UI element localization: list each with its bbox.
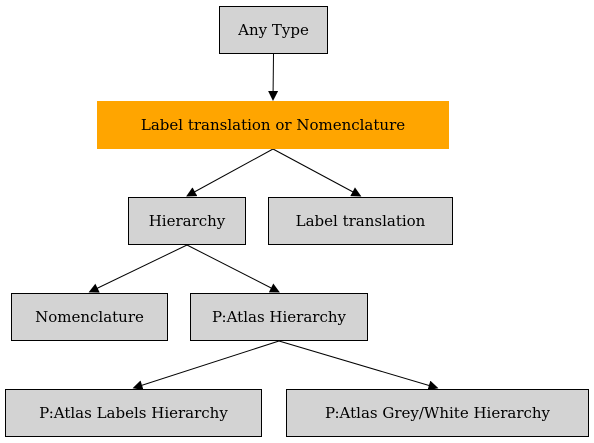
node-patlas-grey-white-hierarchy: P:Atlas Grey/White Hierarchy <box>286 389 589 437</box>
node-patlas-labels-hierarchy: P:Atlas Labels Hierarchy <box>5 389 262 437</box>
edge-hierarchy-to-patlas_hierarchy <box>186 244 280 293</box>
node-any-type: Any Type <box>219 6 328 54</box>
edge-hierarchy-to-nomenclature <box>88 244 188 293</box>
edge-label_or_nomenclature-to-label_translation <box>272 148 362 197</box>
node-label-translation: Label translation <box>268 197 453 245</box>
node-nomenclature: Nomenclature <box>11 293 168 341</box>
node-label-translation-or-nomenclature: Label translation or Nomenclature <box>97 101 449 149</box>
edge-any_type-to-label_or_nomenclature <box>268 53 279 101</box>
edge-patlas_hierarchy-to-patlas_labels_hierarchy <box>132 340 280 390</box>
edge-label_or_nomenclature-to-hierarchy <box>186 148 274 197</box>
node-hierarchy: Hierarchy <box>128 197 246 245</box>
edge-patlas_hierarchy-to-patlas_greywhite_hierarchy <box>278 340 439 391</box>
node-patlas-hierarchy: P:Atlas Hierarchy <box>190 293 368 341</box>
